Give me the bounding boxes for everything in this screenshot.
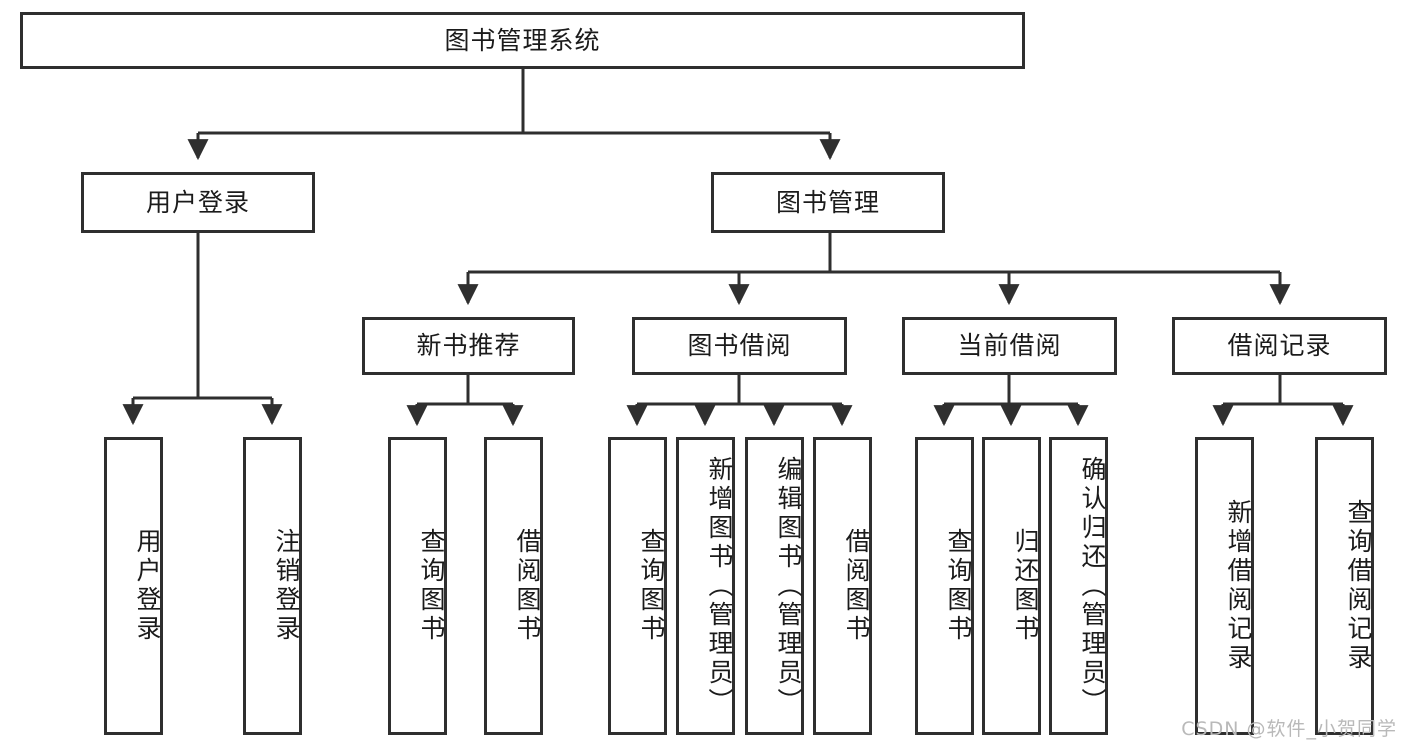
node-label: 查询图书 (637, 528, 666, 644)
node-label: 借阅图书 (842, 528, 871, 644)
leaf-new-book-query[interactable]: 查询图书 (388, 437, 447, 735)
node-label: 借阅记录 (1227, 331, 1332, 361)
node-label: 归还图书 (1011, 528, 1040, 644)
node-label: 图书借阅 (687, 331, 792, 361)
node-borrow-record[interactable]: 借阅记录 (1172, 317, 1387, 375)
node-label: 确认归还（管理员） (1078, 455, 1107, 717)
leaf-user-login-login[interactable]: 用户登录 (104, 437, 163, 735)
leaf-borrow-record-add[interactable]: 新增借阅记录 (1195, 437, 1254, 735)
node-user-login[interactable]: 用户登录 (81, 172, 315, 233)
node-label: 查询图书 (944, 528, 973, 644)
node-label: 借阅图书 (513, 528, 542, 644)
watermark: CSDN @软件_小贺同学 (1181, 718, 1397, 740)
node-label: 新书推荐 (416, 331, 521, 361)
leaf-borrow-record-query[interactable]: 查询借阅记录 (1315, 437, 1374, 735)
leaf-book-borrow-borrow[interactable]: 借阅图书 (813, 437, 872, 735)
node-book-management[interactable]: 图书管理 (711, 172, 945, 233)
node-label: 图书管理系统 (444, 25, 601, 55)
node-book-borrow[interactable]: 图书借阅 (632, 317, 847, 375)
node-current-borrow[interactable]: 当前借阅 (902, 317, 1117, 375)
leaf-user-login-logout[interactable]: 注销登录 (243, 437, 302, 735)
node-label: 查询图书 (417, 528, 446, 644)
node-label: 查询借阅记录 (1344, 499, 1373, 673)
node-label: 用户登录 (133, 528, 162, 644)
leaf-new-book-borrow[interactable]: 借阅图书 (484, 437, 543, 735)
leaf-book-borrow-edit-admin[interactable]: 编辑图书（管理员） (745, 437, 804, 735)
leaf-current-borrow-return[interactable]: 归还图书 (982, 437, 1041, 735)
node-label: 编辑图书（管理员） (774, 455, 803, 717)
node-label: 图书管理 (775, 187, 880, 217)
node-label: 用户登录 (145, 187, 250, 217)
node-label: 新增图书（管理员） (705, 455, 734, 717)
leaf-current-borrow-query[interactable]: 查询图书 (915, 437, 974, 735)
leaf-book-borrow-query[interactable]: 查询图书 (608, 437, 667, 735)
node-label: 当前借阅 (957, 331, 1062, 361)
node-new-book-recommend[interactable]: 新书推荐 (362, 317, 575, 375)
leaf-book-borrow-add-admin[interactable]: 新增图书（管理员） (676, 437, 735, 735)
leaf-current-borrow-confirm-admin[interactable]: 确认归还（管理员） (1049, 437, 1108, 735)
node-root-book-management-system[interactable]: 图书管理系统 (20, 12, 1025, 69)
node-label: 注销登录 (272, 528, 301, 644)
node-label: 新增借阅记录 (1224, 499, 1253, 673)
